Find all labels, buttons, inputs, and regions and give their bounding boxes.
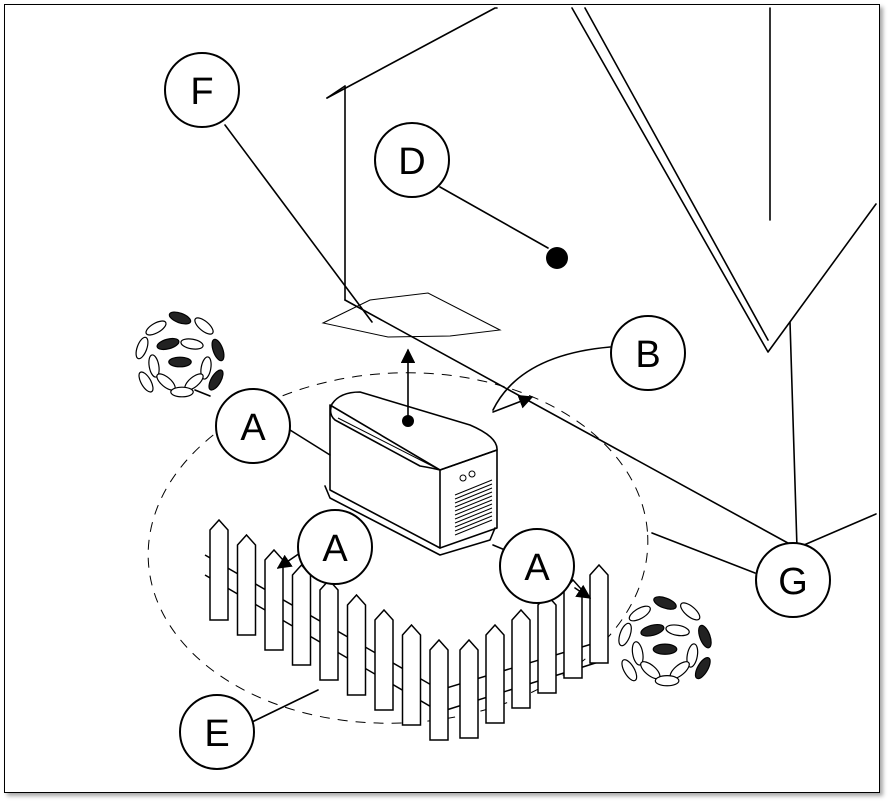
callout-b-label: B	[635, 334, 660, 376]
shrub-left-leaf-5	[135, 336, 149, 360]
shrub-right-leaf-14	[621, 659, 638, 682]
callout-a-right-label: A	[524, 547, 550, 589]
callout-f: F	[164, 52, 240, 128]
callout-d-label: D	[398, 141, 425, 183]
shrub-right-leaf-6	[665, 624, 690, 637]
leader-lines	[194, 124, 756, 724]
callout-e-label: E	[204, 713, 229, 755]
shrub-left-leaf-10	[168, 356, 192, 368]
fence-picket-right-2	[485, 623, 505, 724]
window-outline	[321, 292, 502, 338]
fence-picket-left-4	[291, 563, 312, 666]
shrub-left-leaf-7	[156, 337, 180, 351]
shrub-right-leaf-13	[694, 657, 711, 680]
shrub-left-leaf-4	[211, 338, 225, 362]
house	[326, 7, 877, 549]
picket-fence	[204, 518, 609, 741]
fence-picket-right-3	[511, 608, 531, 709]
callout-b: B	[610, 315, 686, 391]
callout-e: E	[179, 694, 255, 770]
fence-picket-left-5	[319, 578, 339, 681]
fence-picket-right-4	[537, 593, 557, 694]
callout-g-label: G	[778, 561, 808, 603]
shrub-left-leaf-8	[200, 356, 212, 380]
shrub-right-leaf-4	[698, 624, 712, 649]
callout-a-front: A	[297, 509, 373, 585]
fence-picket-left-9	[429, 638, 449, 741]
fence-picket-left-7	[374, 608, 394, 711]
callout-a-left: A	[215, 388, 291, 464]
shrub-right-leaf-15	[654, 675, 680, 687]
fence-picket-right-5	[563, 578, 583, 679]
shrub-right-leaf-1	[653, 596, 677, 610]
fence-picket-left-6	[346, 593, 367, 696]
shrub-right-leaf-3	[628, 605, 651, 622]
shrub-left-leaf-9	[148, 354, 160, 378]
callout-a-left-label: A	[240, 407, 266, 449]
shrub-left-leaf-1	[168, 311, 192, 325]
shrub-right-leaf-5	[618, 622, 632, 647]
generator	[324, 348, 534, 556]
callout-g: G	[755, 542, 831, 618]
fence-picket-right-6	[589, 563, 609, 664]
callout-a-right: A	[499, 528, 575, 604]
discharge-arrow	[492, 394, 534, 413]
shrub-left-leaf-13	[208, 369, 224, 391]
shrub-left-leaf-14	[138, 371, 154, 393]
fence-picket-left-3	[264, 548, 284, 651]
shrub-left-leaf-15	[170, 386, 194, 398]
callout-d: D	[374, 122, 450, 198]
exhaust-point	[402, 415, 414, 427]
shrub-right-leaf-10	[652, 643, 678, 655]
shrub-right-leaf-7	[640, 623, 665, 637]
shrub-left-leaf-6	[180, 338, 204, 350]
fence-picket-left-8	[401, 623, 422, 726]
shrub-left-leaf-2	[194, 317, 214, 335]
shrub-right-leaf-9	[631, 641, 644, 666]
wall-feature-dot	[546, 247, 568, 269]
shrub-left-leaf-3	[145, 320, 167, 336]
fence-picket-left-2	[236, 533, 257, 636]
callout-f-label: F	[190, 71, 213, 113]
fence-picket-right-1	[459, 638, 479, 739]
generator-vents	[454, 479, 493, 536]
shrub-right-leaf-2	[680, 602, 701, 621]
fence-picket-left-1	[209, 518, 229, 621]
callout-a-front-label: A	[322, 528, 348, 570]
clearance-zone	[147, 372, 649, 724]
shrub-left	[135, 311, 225, 398]
shrub-right	[618, 596, 712, 687]
shrub-right-leaf-8	[686, 643, 699, 668]
